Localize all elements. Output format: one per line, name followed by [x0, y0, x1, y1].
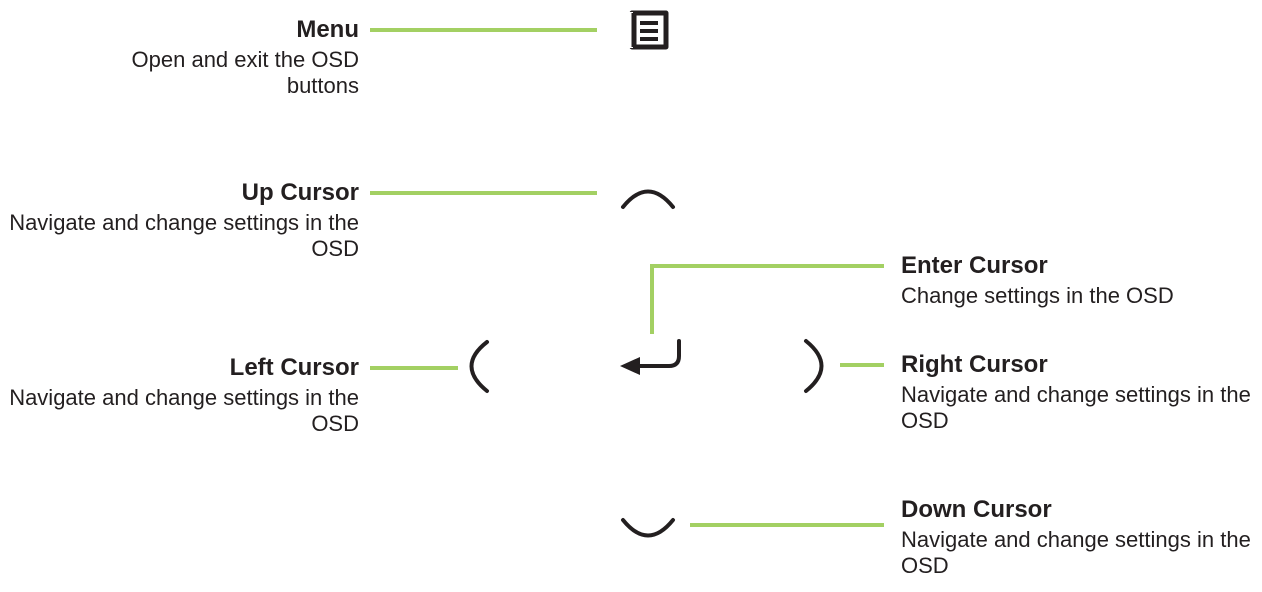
menu-title: Menu	[296, 16, 359, 43]
up-cursor-label: Up Cursor Navigate and change settings i…	[0, 178, 359, 262]
up-cursor-description: Navigate and change settings in the OSD	[9, 210, 359, 261]
menu-icon[interactable]	[627, 10, 669, 50]
left-cursor-title: Left Cursor	[229, 354, 359, 381]
right-cursor-title: Right Cursor	[901, 351, 1048, 378]
enter-cursor-description: Change settings in the OSD	[901, 283, 1174, 308]
chevron-down-icon[interactable]	[621, 518, 675, 538]
enter-connector	[650, 264, 884, 334]
down-cursor-label: Down Cursor Navigate and change settings…	[901, 495, 1256, 579]
chevron-up-icon[interactable]	[621, 189, 675, 209]
down-cursor-description: Navigate and change settings in the OSD	[901, 527, 1251, 578]
menu-label: Menu Open and exit the OSD buttons	[99, 15, 359, 99]
enter-cursor-label: Enter Cursor Change settings in the OSD	[901, 251, 1251, 309]
menu-description: Open and exit the OSD buttons	[131, 47, 359, 98]
enter-arrow-icon[interactable]	[620, 339, 681, 375]
right-cursor-label: Right Cursor Navigate and change setting…	[901, 350, 1256, 434]
chevron-left-icon[interactable]	[469, 340, 489, 393]
enter-cursor-title: Enter Cursor	[901, 252, 1048, 279]
left-cursor-description: Navigate and change settings in the OSD	[9, 385, 359, 436]
right-cursor-description: Navigate and change settings in the OSD	[901, 382, 1251, 433]
left-cursor-label: Left Cursor Navigate and change settings…	[0, 353, 359, 437]
chevron-right-icon[interactable]	[804, 339, 824, 393]
up-cursor-title: Up Cursor	[241, 179, 359, 206]
down-cursor-title: Down Cursor	[901, 496, 1052, 523]
